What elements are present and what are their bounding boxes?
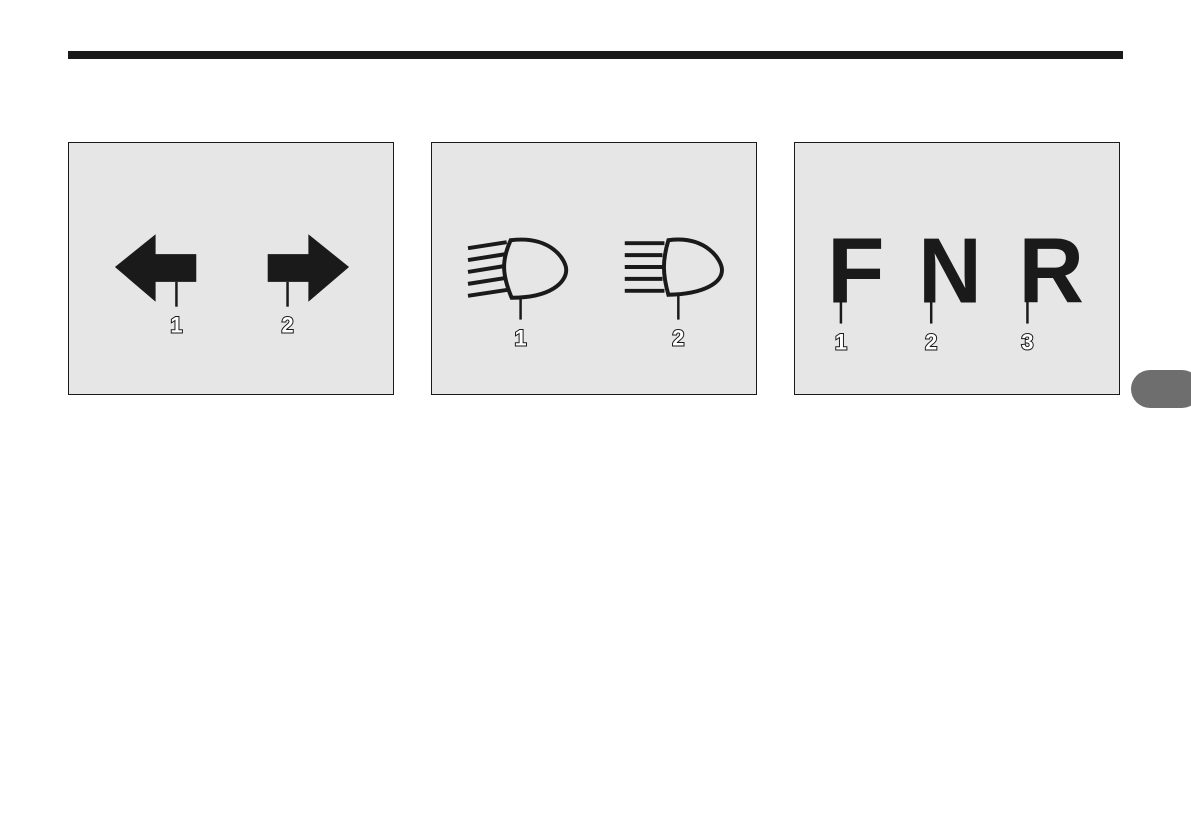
turn-right-arrow-icon xyxy=(268,234,349,301)
high-beam-headlight-icon xyxy=(625,240,722,295)
turn-signal-panel: 1 2 xyxy=(68,142,394,395)
neutral-gear-letter: N xyxy=(918,219,981,323)
low-beam-headlight-icon xyxy=(468,240,566,298)
callout-number: 2 xyxy=(672,325,684,350)
callout-number: 2 xyxy=(925,329,937,354)
callout-number: 1 xyxy=(170,312,182,337)
forward-gear-letter: F xyxy=(827,219,885,323)
gear-selector-panel: F N R 1 2 3 xyxy=(794,142,1120,395)
header-rule xyxy=(68,51,1123,59)
turn-left-arrow-icon xyxy=(115,234,196,301)
headlight-panel: 1 2 xyxy=(431,142,757,395)
callout-number: 1 xyxy=(835,329,847,354)
callout-number: 3 xyxy=(1021,329,1033,354)
chapter-tab xyxy=(1131,370,1191,408)
callout-number: 2 xyxy=(281,312,293,337)
callout-number: 1 xyxy=(515,325,527,350)
